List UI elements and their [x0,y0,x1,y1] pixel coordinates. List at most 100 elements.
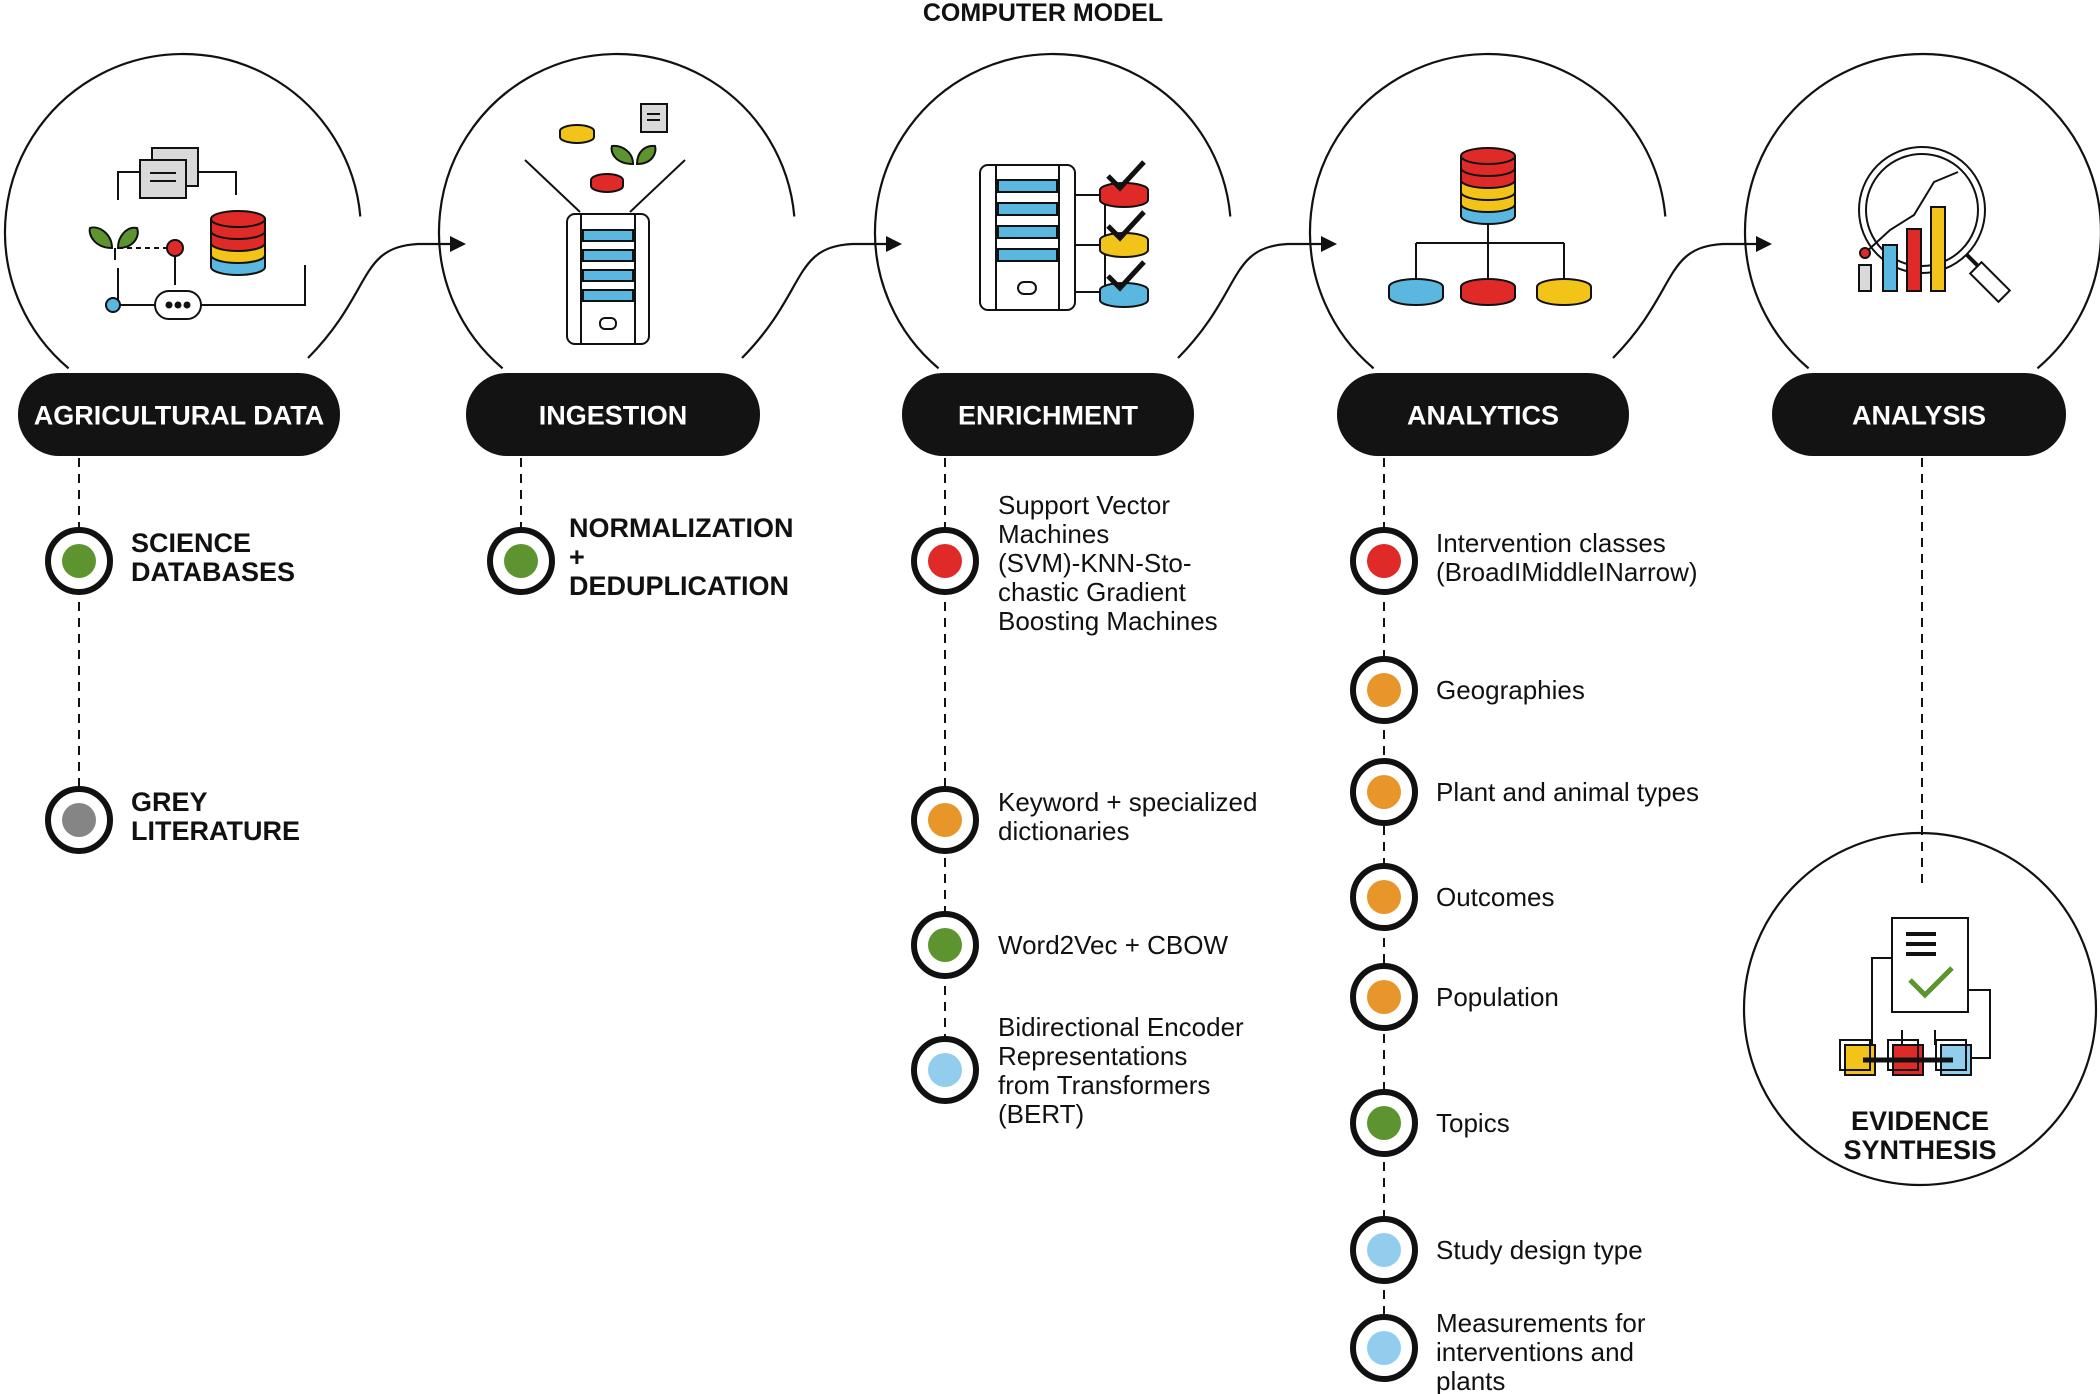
status-dot [1367,775,1401,809]
stage-label: ANALYTICS [1407,401,1559,431]
status-dot [1367,980,1401,1014]
list-item-text: Plant and animal types [1436,777,1699,807]
list-item-text: Keyword + specialized [998,787,1257,817]
stage-label: ENRICHMENT [958,401,1139,431]
list-item: Population [1350,963,1559,1031]
list-item-text: Bidirectional Encoder [998,1012,1244,1042]
list-item-text: Machines [998,519,1109,549]
flow-connector [1177,242,1323,359]
stage-list-ingestion: NORMALIZATION+DEDUPLICATION [487,458,793,601]
stage-list-analytics: Intervention classes(BroadIMiddleINarrow… [1350,458,1699,1394]
list-item: Intervention classes(BroadIMiddleINarrow… [1350,527,1698,595]
stage-pill-background [1337,373,1629,456]
evidence-synthesis-circle [1742,831,2098,1187]
list-item-text: DATABASES [131,557,295,587]
stage-pill-analytics: ANALYTICS [1337,373,1629,456]
list-item-text: Word2Vec + CBOW [998,930,1228,960]
list-item-text: interventions and [1436,1337,1634,1367]
list-item-text: DEDUPLICATION [569,571,789,601]
list-item: NORMALIZATION+DEDUPLICATION [487,513,793,601]
enrichment-icon [979,160,1149,311]
list-item-text: (BroadIMiddleINarrow) [1436,557,1698,587]
list-item-text: from Transformers [998,1070,1210,1100]
status-dot [1367,1331,1401,1365]
list-item: Outcomes [1350,863,1555,931]
list-item: Study design type [1350,1216,1643,1284]
status-dot [62,803,96,837]
status-dot [1367,673,1401,707]
evidence-synthesis-label: SYNTHESIS [1843,1135,1996,1165]
list-item-text: SCIENCE [131,528,251,558]
stage-pill-analysis: ANALYSIS [1772,373,2066,456]
status-dot [1367,1233,1401,1267]
status-dot [928,544,962,578]
analysis-icon [1858,146,2012,304]
list-item-text: (SVM)-KNN-Sto- [998,548,1192,578]
stage-pill-background [18,373,340,456]
list-item-text: Geographies [1436,675,1585,705]
list-item-text: plants [1436,1366,1505,1394]
list-item-text: (BERT) [998,1099,1084,1129]
flow-connector [1612,242,1758,359]
list-item: Support VectorMachines(SVM)-KNN-Sto-chas… [911,490,1218,636]
list-item-text: GREY [131,787,208,817]
stage-pill-agricultural-data: AGRICULTURAL DATA [18,373,340,456]
flow-arrow-head [1321,236,1337,252]
stage-pill-ingestion: INGESTION [466,373,760,456]
list-item-text: Boosting Machines [998,606,1218,636]
list-item-text: Study design type [1436,1235,1643,1265]
stage-pills: AGRICULTURAL DATA INGESTION ENRICHMENT ANAL… [18,373,2066,456]
list-item-text: NORMALIZATION [569,513,793,543]
status-dot [928,928,962,962]
list-item-text: Measurements for [1436,1308,1646,1338]
list-item: Bidirectional EncoderRepresentationsfrom… [911,1012,1244,1129]
stage-list-enrichment: Support VectorMachines(SVM)-KNN-Sto-chas… [911,458,1257,1129]
stage-circle-outline [1308,52,1667,370]
flow-arrow-head [1756,236,1772,252]
evidence-synthesis-icon [1839,917,1991,1076]
list-item-text: + [569,542,585,572]
stage-pill-background [466,373,760,456]
list-item-text: LITERATURE [131,816,300,846]
list-item: Topics [1350,1089,1510,1157]
stage-pill-background [902,373,1194,456]
list-item-text: Population [1436,982,1559,1012]
status-dot [1367,544,1401,578]
stage-circle-outline [873,52,1232,370]
list-item: Word2Vec + CBOW [911,911,1228,979]
status-dot [1367,1106,1401,1140]
evidence-synthesis-label: EVIDENCE [1851,1106,1989,1136]
flow-connector [307,242,452,359]
list-item-text: dictionaries [998,816,1130,846]
status-dot [928,803,962,837]
list-item-text: Outcomes [1436,882,1555,912]
list-item-text: Topics [1436,1108,1510,1138]
stage-label: INGESTION [539,401,688,431]
list-item: Geographies [1350,656,1585,724]
flow-arrow-head [886,236,902,252]
diagram-title: COMPUTER MODEL [923,0,1163,27]
ingestion-icon [524,103,686,345]
status-dot [62,544,96,578]
list-item: Plant and animal types [1350,758,1699,826]
flow-arrow-head [450,236,466,252]
agricultural-data-icon [88,147,306,320]
stage-pill-enrichment: ENRICHMENT [902,373,1194,456]
list-item-text: chastic Gradient [998,577,1187,607]
stage-circle-outline [1743,52,2100,370]
status-dot [928,1053,962,1087]
stage-circle-outline [437,52,796,370]
stage-pill-background [1772,373,2066,456]
flow-connector [741,242,888,359]
status-dot [504,544,538,578]
status-dot [1367,880,1401,914]
list-item-text: Intervention classes [1436,528,1666,558]
